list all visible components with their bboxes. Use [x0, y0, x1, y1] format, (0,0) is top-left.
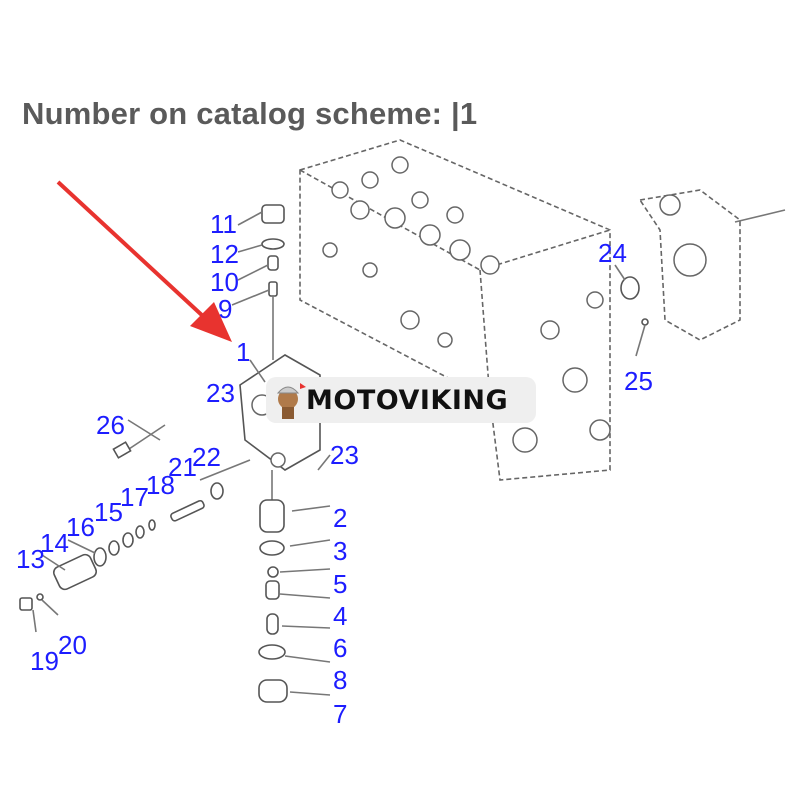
end-cover — [620, 189, 786, 341]
bottom-parts — [258, 470, 288, 703]
callout-20: 20 — [58, 630, 87, 660]
callout-21: 21 — [168, 452, 197, 482]
callout-3: 3 — [333, 536, 347, 566]
top-parts — [261, 204, 285, 360]
diagonal-parts — [19, 424, 251, 611]
callout-13: 13 — [16, 544, 45, 574]
callout-26: 26 — [96, 410, 125, 440]
callout-14: 14 — [40, 528, 69, 558]
callout-23: 23 — [206, 378, 235, 408]
motoviking-logo: MOTOVIKING — [266, 377, 536, 423]
callout-9: 9 — [218, 294, 232, 324]
callout-15: 15 — [94, 497, 123, 527]
callout-23b: 23 — [330, 440, 359, 470]
callout-2: 2 — [333, 503, 347, 533]
leader-lines — [32, 211, 646, 696]
catalog-scheme-title: Number on catalog scheme: |1 — [22, 96, 478, 131]
callout-19: 19 — [30, 646, 59, 676]
logo-text: MOTOVIKING — [306, 384, 509, 416]
callout-24: 24 — [598, 238, 627, 268]
callout-16: 16 — [66, 512, 95, 542]
callout-12: 12 — [210, 239, 239, 269]
callout-4: 4 — [333, 601, 347, 631]
callout-7: 7 — [333, 699, 347, 729]
valve-block — [299, 139, 611, 481]
callout-25: 25 — [624, 366, 653, 396]
callout-5: 5 — [333, 569, 347, 599]
callout-8: 8 — [333, 665, 347, 695]
viking-mascot-icon — [276, 383, 306, 419]
callout-10: 10 — [210, 267, 239, 297]
callout-6: 6 — [333, 633, 347, 663]
red-arrow — [56, 180, 232, 342]
callout-1: 1 — [236, 337, 250, 367]
callout-18: 18 — [146, 470, 175, 500]
callout-17: 17 — [120, 482, 149, 512]
callout-22: 22 — [192, 442, 221, 472]
callout-11: 11 — [210, 209, 237, 239]
callout-labels: 11 12 10 9 1 23 26 23 22 21 18 17 15 16 … — [16, 209, 653, 729]
